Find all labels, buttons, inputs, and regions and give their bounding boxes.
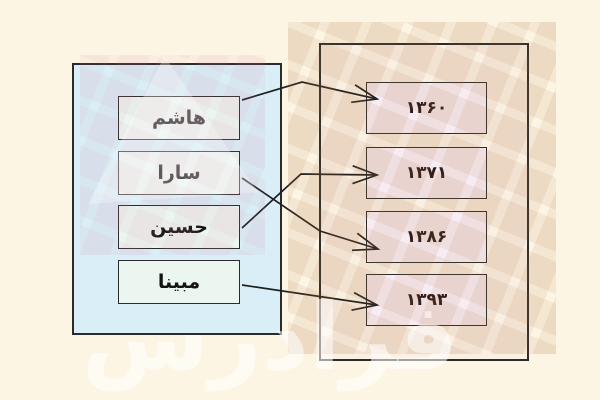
name-box: سارا (118, 151, 240, 195)
year-label: ۱۳۹۳ (405, 290, 448, 310)
name-label: سارا (157, 162, 201, 184)
name-label: حسین (150, 216, 208, 238)
name-box: حسین (118, 205, 240, 249)
year-box: ۱۳۹۳ (366, 274, 487, 326)
year-label: ۱۳۷۱ (405, 163, 448, 183)
year-box: ۱۳۶۰ (366, 82, 487, 134)
years-panel: ۱۳۶۰ ۱۳۷۱ ۱۳۸۶ ۱۳۹۳ (319, 43, 529, 361)
name-box: مبینا (118, 260, 240, 304)
name-label: هاشم (152, 107, 206, 129)
year-box: ۱۳۷۱ (366, 147, 487, 199)
year-box: ۱۳۸۶ (366, 211, 487, 263)
name-label: مبینا (157, 271, 201, 293)
names-panel: هاشم سارا حسین مبینا (72, 63, 282, 335)
year-label: ۱۳۸۶ (405, 227, 448, 247)
name-box: هاشم (118, 96, 240, 140)
year-label: ۱۳۶۰ (405, 98, 448, 118)
